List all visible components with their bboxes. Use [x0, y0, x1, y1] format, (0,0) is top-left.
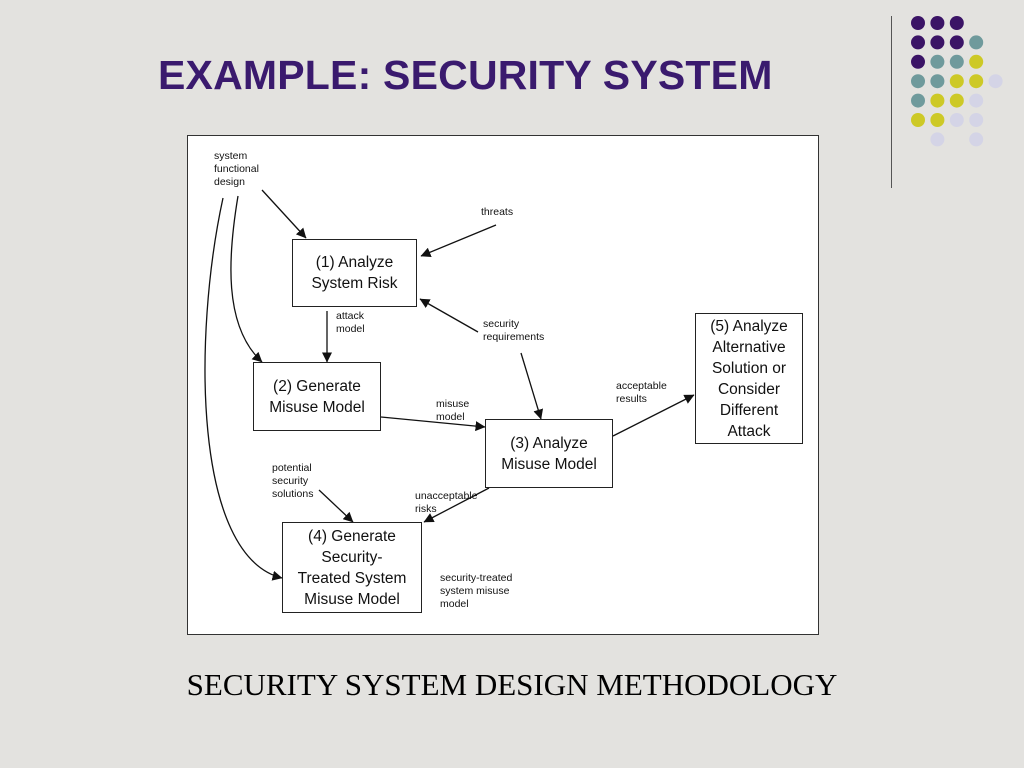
label-security-requirements: security requirements: [483, 318, 545, 343]
arrow-threats-to-analyze-risk: [420, 224, 497, 257]
decorative-dot: [949, 74, 964, 89]
label-threats: threats: [481, 206, 514, 218]
decorative-dot: [911, 93, 925, 108]
arrow-requirements-to-analyze-misuse: [520, 352, 544, 420]
arrow-design-to-analyze-risk: [261, 189, 307, 239]
decorative-dot: [969, 113, 984, 127]
box-analyze-misuse-model: (3) Analyze Misuse Model: [485, 419, 613, 488]
decorative-dot: [949, 93, 964, 108]
decorative-dot: [969, 93, 984, 108]
box-generate-security-treated-model: (4) Generate Security- Treated System Mi…: [282, 522, 422, 613]
label-unacceptable-risks: unacceptable risks: [415, 490, 478, 515]
arrow-analyze-to-alternative: [612, 394, 695, 437]
decorative-dot: [911, 54, 925, 69]
decorative-dot: [988, 74, 1003, 89]
box-analyze-alternative-solution: (5) Analyze Alternative Solution or Cons…: [695, 313, 803, 444]
box-generate-misuse-model: (2) Generate Misuse Model: [253, 362, 381, 431]
decorative-dot: [969, 35, 984, 50]
box-analyze-system-risk: (1) Analyze System Risk: [292, 239, 417, 307]
label-attack-model: attack model: [336, 310, 365, 335]
decorative-dot: [969, 74, 984, 89]
decorative-dot: [911, 35, 925, 50]
slide-title: EXAMPLE: SECURITY SYSTEM: [158, 52, 773, 98]
decorative-dot: [930, 35, 945, 50]
decorative-dot: [911, 16, 925, 30]
arrow-analyze-to-generate-treated: [423, 487, 490, 523]
decorative-dot: [969, 54, 984, 69]
arrow-design-to-generate-misuse: [230, 195, 263, 363]
label-potential-security-solutions: potential security solutions: [272, 462, 314, 500]
decorative-dot: [930, 74, 945, 89]
decorative-dot: [911, 113, 925, 127]
arrow-misuse-model-to-analyze: [380, 416, 486, 432]
decorative-dot: [930, 16, 945, 30]
decorative-dot: [930, 113, 945, 127]
decorative-dot: [949, 35, 964, 50]
arrow-requirements-to-analyze-risk: [419, 298, 479, 333]
arrow-solutions-to-generate-treated: [318, 489, 354, 523]
decorative-dot-grid: [911, 16, 1003, 147]
decorative-dot: [911, 74, 925, 89]
decorative-dot: [930, 54, 945, 69]
label-system-functional-design: system functional design: [214, 150, 259, 188]
decorative-dot: [930, 132, 945, 147]
label-misuse-model: misuse model: [436, 398, 470, 423]
decorative-dot: [969, 132, 984, 147]
decorative-dot: [949, 16, 964, 30]
slide-caption: SECURITY SYSTEM DESIGN METHODOLOGY: [186, 667, 838, 702]
label-security-treated-system-misuse-model: security-treated system misuse model: [440, 572, 513, 610]
decorative-dot: [949, 113, 964, 127]
decorative-dot: [930, 93, 945, 108]
diagram-arrows: [204, 189, 695, 581]
decorative-divider: [891, 16, 892, 188]
diagram-frame: (1) Analyze System Risk (2) Generate Mis…: [187, 135, 819, 635]
label-acceptable-results: acceptable results: [616, 380, 667, 405]
arrow-design-to-generate-treated: [204, 197, 283, 581]
decorative-dot: [949, 54, 964, 69]
